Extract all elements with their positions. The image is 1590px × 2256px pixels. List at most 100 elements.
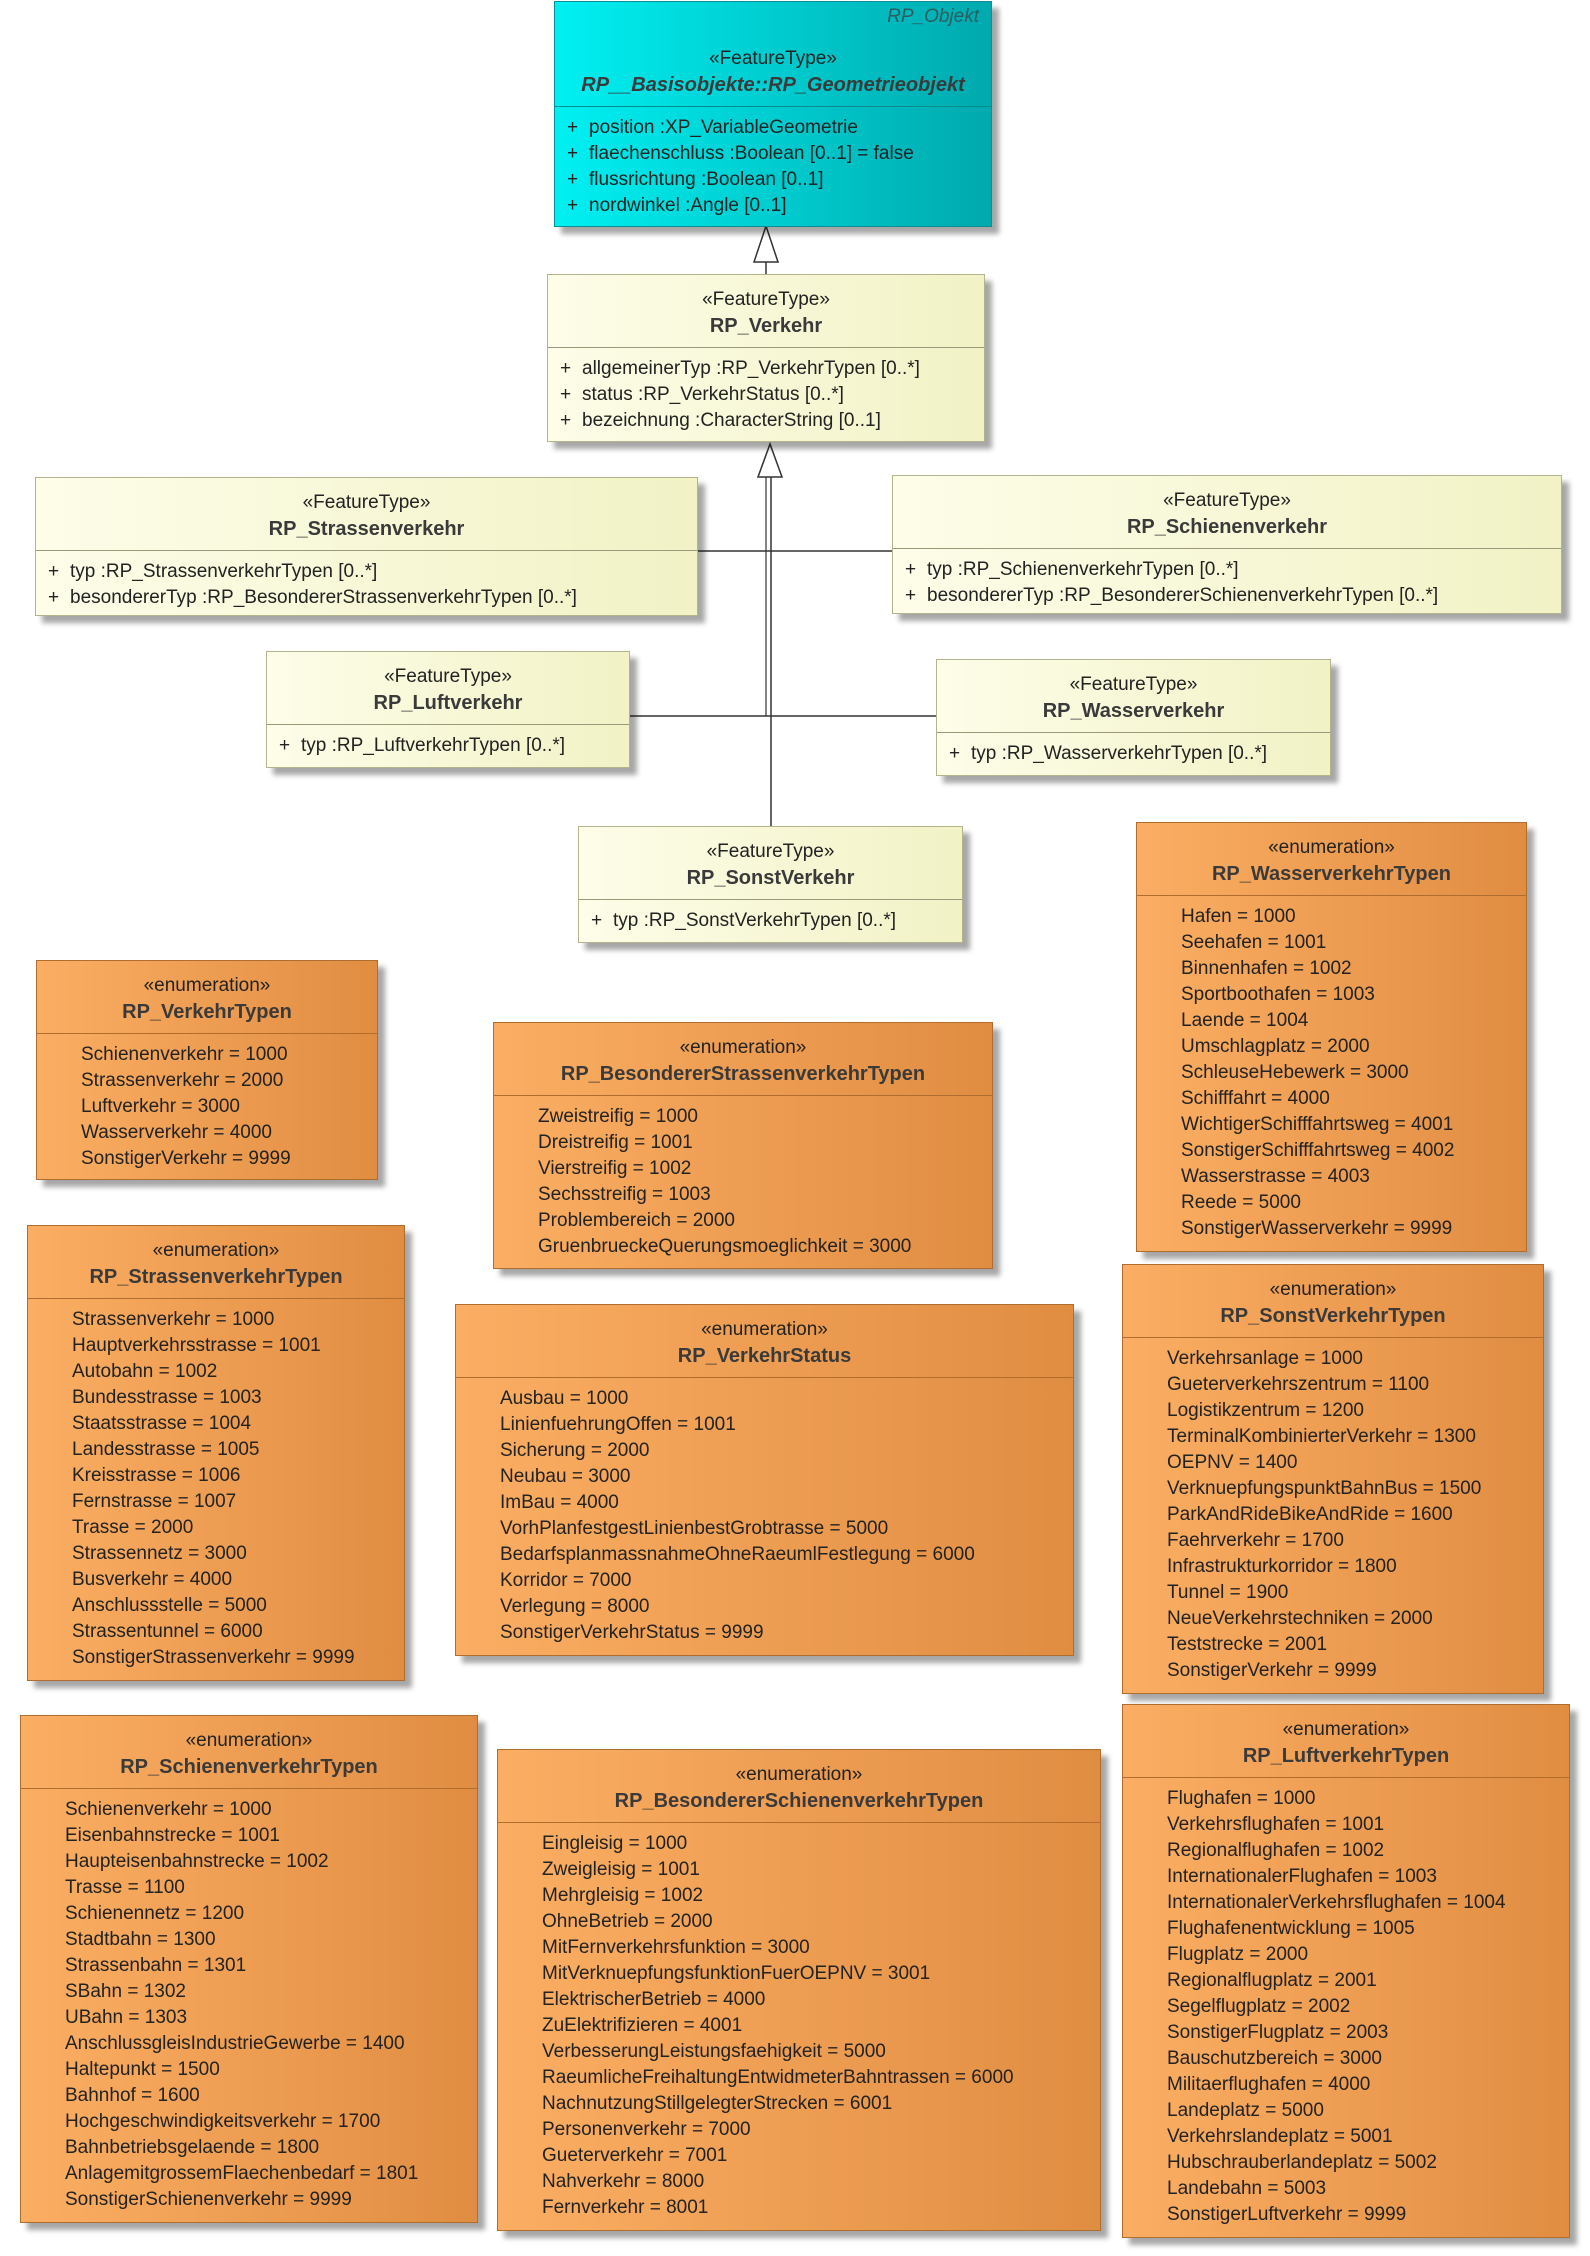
enum-name: RP_LuftverkehrTypen bbox=[1242, 1745, 1450, 1767]
class-name: RP_Luftverkehr bbox=[373, 692, 523, 714]
package-tag: RP_Objekt bbox=[887, 6, 979, 27]
class-rp-verkehr[interactable]: «FeatureType» RP_Verkehr +allgemeinerTyp… bbox=[547, 274, 985, 442]
enum-name: RP_BesondererStrassenverkehrTypen bbox=[560, 1063, 926, 1085]
compartment-separator bbox=[1123, 1337, 1543, 1338]
enum-value: Personenverkehr = 7000 bbox=[542, 2119, 751, 2140]
enum-value: OEPNV = 1400 bbox=[1167, 1452, 1298, 1473]
class-rp-luftverkehr[interactable]: «FeatureType» RP_Luftverkehr +typ :RP_Lu… bbox=[266, 651, 630, 768]
enum-value: Wasserverkehr = 4000 bbox=[81, 1122, 272, 1143]
enum-name: RP_BesondererSchienenverkehrTypen bbox=[614, 1790, 984, 1812]
class-rp-sonstverkehr[interactable]: «FeatureType» RP_SonstVerkehr +typ :RP_S… bbox=[578, 826, 963, 943]
enum-value: VerbesserungLeistungsfaehigkeit = 5000 bbox=[542, 2041, 886, 2062]
enum-value: Tunnel = 1900 bbox=[1167, 1582, 1289, 1603]
enum-value: Bauschutzbereich = 3000 bbox=[1167, 2048, 1382, 2069]
enum-value: Trasse = 1100 bbox=[65, 1877, 185, 1898]
enum-value: InternationalerFlughafen = 1003 bbox=[1167, 1866, 1437, 1887]
attribute-row: +typ :RP_SonstVerkehrTypen [0..*] bbox=[591, 910, 897, 931]
class-name: RP__Basisobjekte::RP_Geometrieobjekt bbox=[581, 74, 965, 96]
class-rp-schienenverkehr[interactable]: «FeatureType» RP_Schienenverkehr +typ :R… bbox=[892, 475, 1562, 614]
enum-value: Sicherung = 2000 bbox=[500, 1440, 650, 1461]
compartment-separator bbox=[1123, 1777, 1569, 1778]
enum-value: Dreistreifig = 1001 bbox=[538, 1132, 693, 1153]
enum-value: Logistikzentrum = 1200 bbox=[1167, 1400, 1364, 1421]
enum-rp-besondererstrassenverkehrtypen[interactable]: «enumeration» RP_BesondererStrassenverke… bbox=[493, 1022, 993, 1269]
compartment-separator bbox=[893, 548, 1561, 549]
class-name: RP_Schienenverkehr bbox=[1126, 516, 1328, 538]
enum-value: Fernstrasse = 1007 bbox=[72, 1491, 237, 1512]
enum-value: Trasse = 2000 bbox=[72, 1517, 194, 1538]
attribute-row: +bezeichnung :CharacterString [0..1] bbox=[560, 410, 881, 431]
enum-value: Mehrgleisig = 1002 bbox=[542, 1885, 704, 1906]
enum-value: LinienfuehrungOffen = 1001 bbox=[500, 1414, 736, 1435]
enum-value: Bahnbetriebsgelaende = 1800 bbox=[65, 2137, 320, 2158]
stereotype-label: «enumeration» bbox=[152, 1240, 280, 1261]
enum-value: ZuElektrifizieren = 4001 bbox=[542, 2015, 743, 2036]
enum-value: Regionalflughafen = 1002 bbox=[1167, 1840, 1385, 1861]
enum-value: Gueterverkehrszentrum = 1100 bbox=[1167, 1374, 1430, 1395]
attribute-row: +typ :RP_LuftverkehrTypen [0..*] bbox=[279, 735, 566, 756]
enum-value: Strassentunnel = 6000 bbox=[72, 1621, 263, 1642]
enum-rp-besondererschienenverkehrtypen[interactable]: «enumeration» RP_BesondererSchienenverke… bbox=[497, 1749, 1101, 2231]
enum-rp-strassenverkehrtypen[interactable]: «enumeration» RP_StrassenverkehrTypen St… bbox=[27, 1225, 405, 1681]
enum-rp-wasserverkehrtypen[interactable]: «enumeration» RP_WasserverkehrTypen Hafe… bbox=[1136, 822, 1527, 1252]
enum-value: Verkehrsflughafen = 1001 bbox=[1167, 1814, 1385, 1835]
enum-value: Laende = 1004 bbox=[1181, 1010, 1309, 1031]
compartment-separator bbox=[579, 899, 962, 900]
class-rp-wasserverkehr[interactable]: «FeatureType» RP_Wasserverkehr +typ :RP_… bbox=[936, 659, 1331, 776]
stereotype-label: «enumeration» bbox=[701, 1319, 828, 1340]
compartment-separator bbox=[548, 347, 984, 348]
enum-value: BedarfsplanmassnahmeOhneRaeumlFestlegung… bbox=[500, 1544, 975, 1565]
generalization-arrow-verkehr bbox=[756, 441, 784, 478]
compartment-separator bbox=[937, 732, 1330, 733]
compartment-separator bbox=[494, 1095, 992, 1096]
class-rp-strassenverkehr[interactable]: «FeatureType» RP_Strassenverkehr +typ :R… bbox=[35, 477, 698, 616]
enum-value: Stadtbahn = 1300 bbox=[65, 1929, 216, 1950]
stereotype-label: «enumeration» bbox=[1282, 1719, 1410, 1740]
stereotype-label: «enumeration» bbox=[735, 1764, 863, 1785]
enum-rp-luftverkehrtypen[interactable]: «enumeration» RP_LuftverkehrTypen Flugha… bbox=[1122, 1704, 1570, 2238]
class-rp-geometrieobjekt[interactable]: RP_Objekt «FeatureType» RP__Basisobjekte… bbox=[554, 1, 992, 227]
enum-value: Strassenverkehr = 2000 bbox=[81, 1070, 284, 1091]
compartment-separator bbox=[498, 1822, 1100, 1823]
enum-value: SonstigerFlugplatz = 2003 bbox=[1167, 2022, 1389, 2043]
enum-value: Hochgeschwindigkeitsverkehr = 1700 bbox=[65, 2111, 381, 2132]
enum-value: Regionalflugplatz = 2001 bbox=[1167, 1970, 1377, 1991]
enum-value: Landesstrasse = 1005 bbox=[72, 1439, 260, 1460]
attribute-row: +typ :RP_WasserverkehrTypen [0..*] bbox=[949, 743, 1268, 764]
enum-value: SonstigerSchifffahrtsweg = 4002 bbox=[1181, 1140, 1455, 1161]
enum-value: OhneBetrieb = 2000 bbox=[542, 1911, 713, 1932]
compartment-separator bbox=[555, 106, 991, 107]
enum-value: UBahn = 1303 bbox=[65, 2007, 188, 2028]
stereotype-label: «FeatureType» bbox=[706, 841, 835, 862]
enum-value: Strassennetz = 3000 bbox=[72, 1543, 247, 1564]
compartment-separator bbox=[21, 1788, 477, 1789]
enum-rp-sonstverkehrtypen[interactable]: «enumeration» RP_SonstVerkehrTypen Verke… bbox=[1122, 1264, 1544, 1694]
enum-value: Autobahn = 1002 bbox=[72, 1361, 218, 1382]
stereotype-label: «enumeration» bbox=[143, 975, 271, 996]
enum-value: Faehrverkehr = 1700 bbox=[1167, 1530, 1344, 1551]
enum-value: Sechsstreifig = 1003 bbox=[538, 1184, 711, 1205]
enum-value: Ausbau = 1000 bbox=[500, 1388, 629, 1409]
compartment-separator bbox=[267, 724, 629, 725]
enum-name: RP_SonstVerkehrTypen bbox=[1220, 1305, 1446, 1327]
enum-name: RP_SchienenverkehrTypen bbox=[120, 1756, 378, 1778]
class-name: RP_Wasserverkehr bbox=[1042, 700, 1225, 722]
attribute-row: +besondererTyp :RP_BesondererSchienenver… bbox=[905, 585, 1439, 606]
enum-rp-schienenverkehrtypen[interactable]: «enumeration» RP_SchienenverkehrTypen Sc… bbox=[20, 1715, 478, 2223]
enum-rp-verkehrstatus[interactable]: «enumeration» RP_VerkehrStatus Ausbau = … bbox=[455, 1304, 1074, 1656]
enum-value: ImBau = 4000 bbox=[500, 1492, 619, 1513]
enum-value: Zweigleisig = 1001 bbox=[542, 1859, 700, 1880]
enum-value: Fernverkehr = 8001 bbox=[542, 2197, 709, 2218]
generalization-arrow-objekt bbox=[752, 223, 780, 263]
stereotype-label: «enumeration» bbox=[679, 1037, 807, 1058]
enum-value: Strassenverkehr = 1000 bbox=[72, 1309, 275, 1330]
enum-value: Staatsstrasse = 1004 bbox=[72, 1413, 252, 1434]
enum-value: Umschlagplatz = 2000 bbox=[1181, 1036, 1370, 1057]
enum-rp-verkehrtypen[interactable]: «enumeration» RP_VerkehrTypen Schienenve… bbox=[36, 960, 378, 1180]
